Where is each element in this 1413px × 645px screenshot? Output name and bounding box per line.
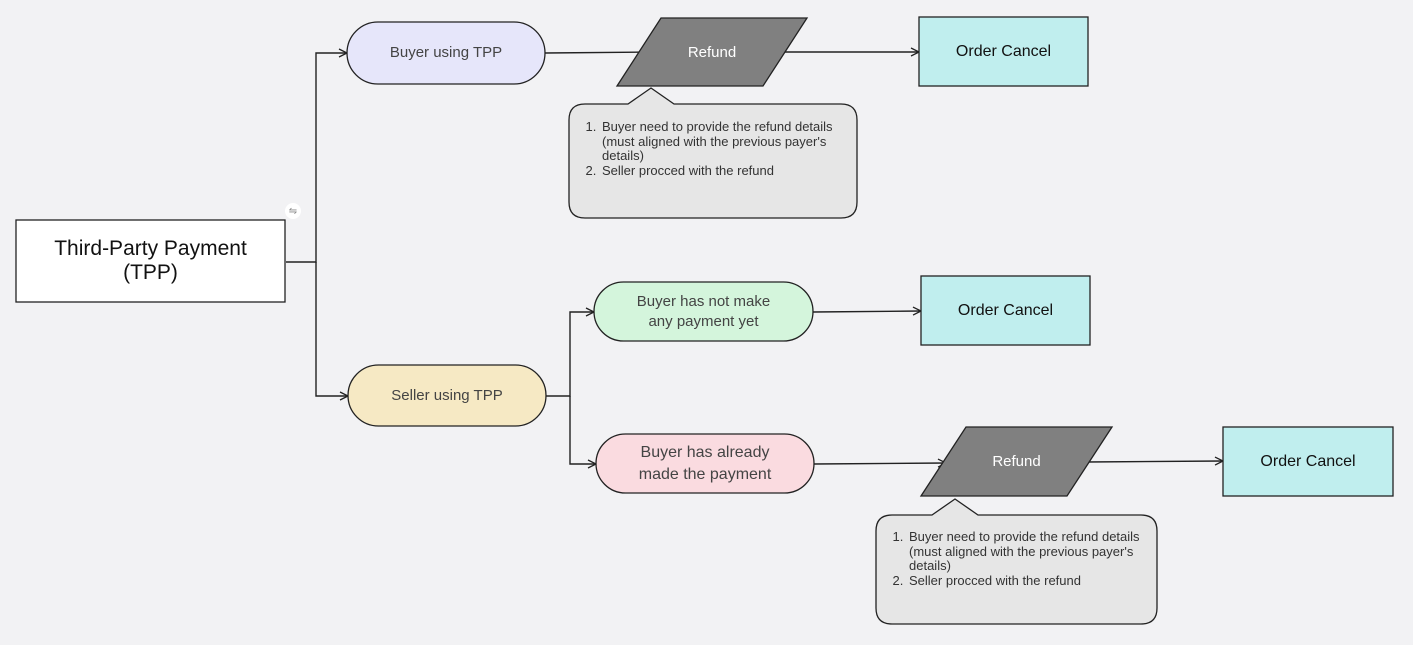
note-bottom-item-2: Seller procced with the refund bbox=[907, 573, 1145, 589]
cancel-middle-node[interactable] bbox=[920, 275, 1091, 346]
buyer-no-payment-label: Buyer has not make any payment yet bbox=[594, 282, 813, 341]
root-label-line1: Third-Party Payment bbox=[54, 237, 247, 260]
note-bottom: Buyer need to provide the refund details… bbox=[885, 529, 1145, 589]
root-node[interactable] bbox=[15, 219, 286, 303]
cancel-bottom-node[interactable] bbox=[1222, 426, 1394, 497]
share-icon[interactable]: ⇋ bbox=[285, 203, 301, 219]
edge-seller-to-paid bbox=[569, 396, 596, 464]
seller-tpp-label: Seller using TPP bbox=[391, 386, 503, 404]
edge-root-to-buyer bbox=[286, 53, 347, 263]
edge-paid-to-refund bbox=[813, 463, 946, 464]
root-label: Third-Party Payment (TPP) bbox=[16, 220, 285, 302]
note-top-shape bbox=[568, 87, 858, 219]
edge-buyer-to-refund bbox=[544, 52, 653, 53]
buyer-paid-line1: Buyer has already bbox=[640, 443, 770, 461]
buyer-paid-node[interactable] bbox=[595, 433, 815, 494]
note-top-item-1: Buyer need to provide the refund details… bbox=[600, 119, 838, 164]
refund-bottom-label: Refund bbox=[992, 453, 1041, 470]
note-bottom-item-1: Buyer need to provide the refund details… bbox=[907, 529, 1145, 574]
note-bottom-shape bbox=[875, 498, 1158, 625]
refund-top-node[interactable] bbox=[615, 17, 809, 87]
buyer-no-payment-node[interactable] bbox=[593, 281, 814, 342]
note-top-item-2: Seller procced with the refund bbox=[600, 163, 838, 179]
buyer-no-payment-line1: Buyer has not make bbox=[636, 292, 771, 310]
note-top: Buyer need to provide the refund details… bbox=[578, 119, 838, 179]
edge-seller-to-nopay bbox=[546, 312, 594, 397]
seller-tpp-node[interactable] bbox=[347, 364, 547, 427]
cancel-bottom-label: Order Cancel bbox=[1260, 452, 1356, 470]
buyer-paid-line2: made the payment bbox=[638, 465, 772, 483]
edge-refund-to-cancel-bottom bbox=[1085, 461, 1223, 462]
cancel-top-label: Order Cancel bbox=[955, 42, 1052, 60]
cancel-top-node[interactable] bbox=[918, 16, 1089, 87]
buyer-tpp-node[interactable] bbox=[346, 21, 546, 85]
edge-root-to-seller bbox=[315, 262, 348, 396]
refund-bottom-node[interactable] bbox=[919, 426, 1114, 497]
buyer-no-payment-line2: any payment yet bbox=[648, 312, 759, 330]
root-label-line2: (TPP) bbox=[123, 261, 178, 284]
buyer-tpp-label: Buyer using TPP bbox=[389, 44, 503, 61]
refund-top-label: Refund bbox=[687, 43, 737, 61]
cancel-middle-label: Order Cancel bbox=[957, 301, 1054, 319]
edge-nopay-to-cancel bbox=[812, 311, 921, 312]
buyer-paid-label: Buyer has already made the payment bbox=[596, 434, 814, 493]
